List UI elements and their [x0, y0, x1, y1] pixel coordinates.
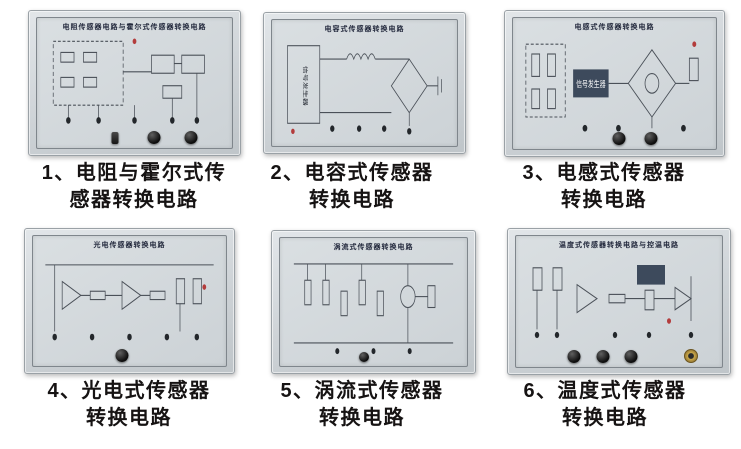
caption-2: 2、电容式传感器 转换电路: [232, 160, 472, 214]
board-photo-4: 光电传感器转换电路: [24, 228, 235, 374]
signal-source-label: 信号发生器: [576, 79, 606, 89]
caption-line: 转换电路: [561, 189, 647, 211]
caption-3: 3、电感式传感器 转换电路: [484, 160, 724, 214]
board-title-2: 电容式传感器转换电路: [324, 26, 405, 33]
board-face-5: 涡流式传感器转换电路: [279, 237, 468, 367]
circuit-diagram-3: 信号发生器: [525, 41, 699, 132]
circuit-diagram-5: [293, 263, 454, 355]
board-photo-6: 温度式传感器转换电路与控温电路: [507, 228, 731, 375]
circuit-diagram-6: [532, 265, 694, 339]
board-photo-3: 电感式传感器转换电路: [504, 10, 725, 157]
caption-line: 感器转换电路: [69, 189, 199, 211]
board-photo-1: 电阻传感器电路与霍尔式传感器转换电路: [28, 10, 241, 156]
control-knob: [644, 132, 658, 145]
board-title-6: 温度式传感器转换电路与控温电路: [559, 242, 679, 249]
caption-line: 转换电路: [319, 407, 405, 429]
caption-line: 4、光电式传感器: [47, 380, 211, 402]
caption-1: 1、电阻与霍尔式传 感器转换电路: [14, 160, 254, 214]
control-knob: [115, 349, 129, 362]
control-knob: [612, 132, 626, 145]
control-knob: [567, 350, 581, 363]
board-frame-4: 光电传感器转换电路: [24, 228, 235, 374]
caption-6: 6、温度式传感器 转换电路: [485, 378, 725, 432]
board-face-6: 温度式传感器转换电路与控温电路: [515, 235, 723, 368]
caption-line: 6、温度式传感器: [523, 380, 687, 402]
board-frame-2: 电容式传感器转换电路 信号发生器: [263, 12, 466, 154]
caption-5: 5、涡流式传感器 转换电路: [242, 378, 482, 432]
board-face-2: 电容式传感器转换电路 信号发生器: [271, 19, 458, 147]
control-knob: [359, 352, 370, 362]
board-face-4: 光电传感器转换电路: [32, 235, 227, 367]
board-frame-5: 涡流式传感器转换电路: [271, 230, 476, 374]
output-socket: [684, 349, 699, 363]
board-title-3: 电感式传感器转换电路: [574, 24, 655, 31]
board-frame-3: 电感式传感器转换电路: [504, 10, 725, 157]
board-photo-5: 涡流式传感器转换电路: [271, 230, 476, 374]
circuit-diagram-1: [52, 38, 205, 124]
signal-source-box: [573, 69, 609, 98]
signal-source-label: 信号发生器: [302, 66, 309, 106]
caption-line: 5、涡流式传感器: [280, 380, 444, 402]
board-title-5: 涡流式传感器转换电路: [333, 244, 414, 251]
board-face-3: 电感式传感器转换电路: [512, 17, 717, 150]
ic-chip: [637, 265, 665, 285]
caption-line: 转换电路: [86, 407, 172, 429]
caption-line: 2、电容式传感器: [270, 162, 434, 184]
control-knob: [184, 131, 198, 144]
caption-line: 转换电路: [562, 407, 648, 429]
caption-line: 转换电路: [309, 189, 395, 211]
board-title-4: 光电传感器转换电路: [93, 242, 166, 249]
control-knob: [147, 131, 161, 144]
circuit-diagram-4: [45, 264, 214, 341]
board-face-1: 电阻传感器电路与霍尔式传感器转换电路: [36, 17, 233, 149]
control-knob: [624, 350, 638, 363]
control-knob: [596, 350, 610, 363]
board-frame-1: 电阻传感器电路与霍尔式传感器转换电路: [28, 10, 241, 156]
board-frame-6: 温度式传感器转换电路与控温电路: [507, 228, 731, 375]
toggle-switch: [111, 132, 119, 144]
board-title-1: 电阻传感器电路与霍尔式传感器转换电路: [62, 24, 207, 31]
caption-4: 4、光电式传感器 转换电路: [9, 378, 249, 432]
caption-line: 1、电阻与霍尔式传: [41, 162, 227, 184]
caption-line: 3、电感式传感器: [522, 162, 686, 184]
board-photo-2: 电容式传感器转换电路 信号发生器: [263, 12, 466, 154]
circuit-diagram-2: 信号发生器: [287, 45, 442, 135]
